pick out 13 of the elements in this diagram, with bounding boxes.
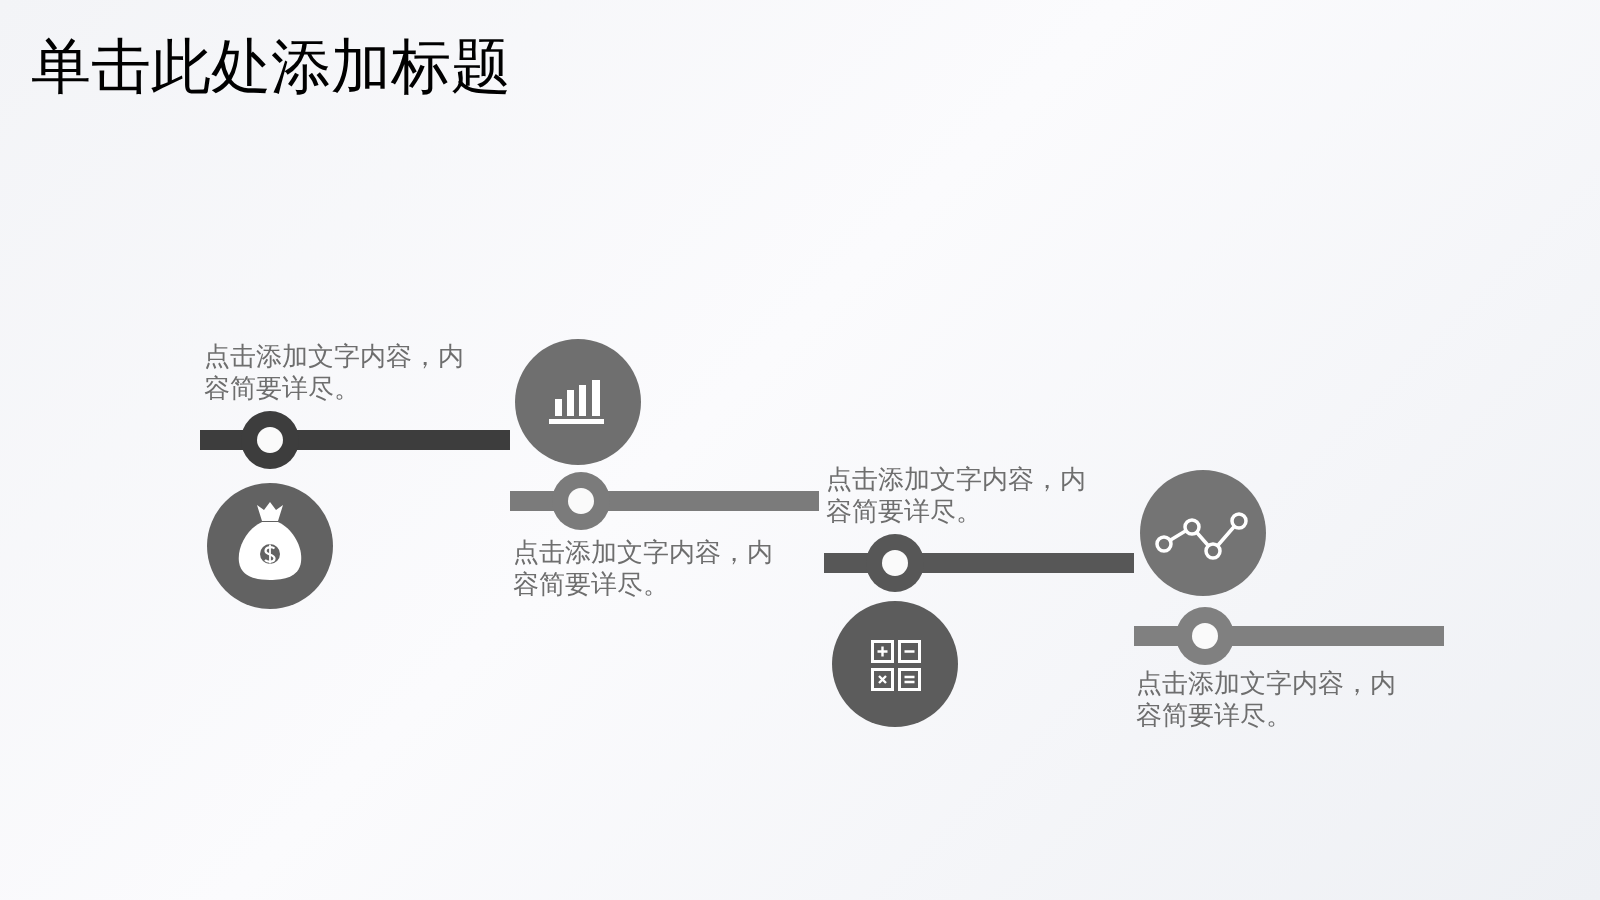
- caption-text: 点击添加文字内容，内容简要详尽。: [1136, 667, 1397, 731]
- slide-title: 单击此处添加标题: [31, 31, 511, 101]
- timeline-bar: [1134, 607, 1444, 665]
- caption-text: 点击添加文字内容，内容简要详尽。: [826, 463, 1087, 527]
- timeline-bar: [200, 411, 510, 469]
- bar-chart-icon: [515, 339, 641, 465]
- calculator-icon: [832, 601, 958, 727]
- money-bag-icon: [207, 483, 333, 609]
- line-chart-icon: [1140, 470, 1266, 596]
- timeline-bar: [510, 472, 819, 530]
- caption-text: 点击添加文字内容，内容简要详尽。: [513, 536, 774, 600]
- timeline-bar: [824, 534, 1134, 592]
- caption-text: 点击添加文字内容，内容简要详尽。: [204, 340, 465, 404]
